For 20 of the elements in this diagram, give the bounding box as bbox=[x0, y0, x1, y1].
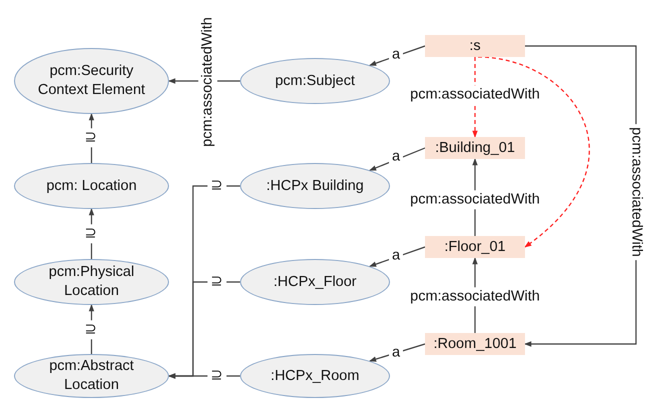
class-ellipse: pcm: Location bbox=[14, 163, 169, 209]
class-ellipse: pcm:Abstract Location bbox=[14, 354, 169, 398]
class-ellipse: pcm:Subject bbox=[240, 58, 390, 104]
class-ellipse: :HCPx_Floor bbox=[240, 259, 390, 305]
arrow bbox=[88, 113, 94, 163]
dashed-arrow bbox=[478, 56, 590, 248]
edge-label: pcm:associatedWith bbox=[626, 124, 646, 260]
arrow bbox=[369, 147, 426, 171]
class-ellipse: :HCPx_Room bbox=[240, 354, 390, 398]
class-ellipse: pcm:Physical Location bbox=[14, 259, 169, 305]
arrow bbox=[369, 343, 426, 362]
arrow bbox=[88, 304, 94, 354]
arrow bbox=[369, 45, 426, 66]
instance-box: :Room_1001 bbox=[425, 333, 525, 355]
instance-box: :Building_01 bbox=[425, 137, 525, 159]
instance-box: :s bbox=[425, 35, 525, 57]
arrow bbox=[369, 246, 426, 267]
instance-box: :Floor_01 bbox=[425, 236, 525, 258]
class-ellipse: pcm:Security Context Element bbox=[14, 48, 169, 114]
class-ellipse: :HCPx Building bbox=[240, 163, 390, 209]
